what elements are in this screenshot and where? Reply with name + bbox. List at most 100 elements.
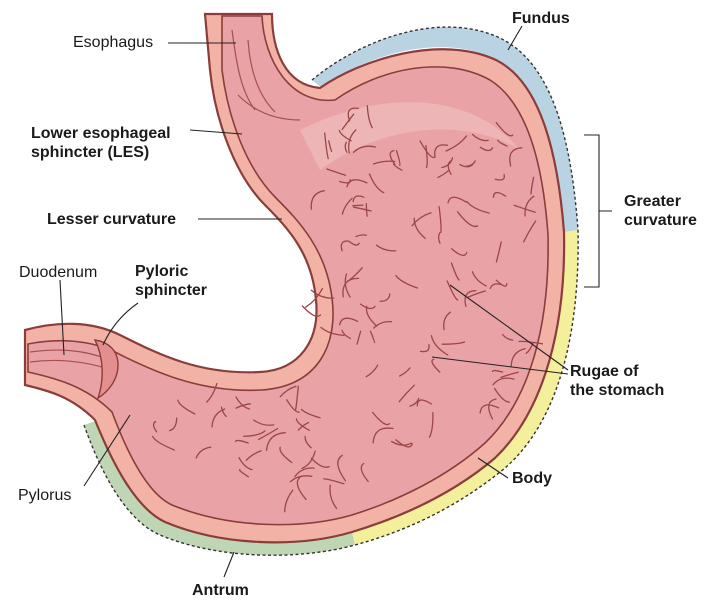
- ruga-fold: [411, 212, 432, 227]
- ruga-fold: [360, 462, 369, 483]
- pyloric-sphincter-ring: [93, 339, 119, 400]
- ruga-fold: [152, 420, 158, 433]
- label-greater-curvature: Greater curvature: [624, 192, 697, 230]
- leader-antrum: [223, 551, 235, 578]
- ruga-fold: [177, 399, 196, 415]
- ruga-fold: [372, 427, 394, 444]
- ruga-fold: [471, 133, 489, 142]
- ruga-fold: [346, 179, 368, 188]
- ruga-fold: [491, 369, 504, 373]
- ruga-fold: [328, 140, 333, 152]
- ruga-fold: [431, 358, 441, 373]
- ruga-fold: [310, 190, 325, 210]
- ruga-fold: [344, 267, 363, 284]
- ruga-fold: [495, 241, 502, 263]
- ruga-fold: [323, 478, 345, 485]
- ruga-fold: [338, 129, 352, 142]
- ruga-fold: [265, 432, 286, 451]
- ruga-fold: [450, 262, 460, 281]
- ruga-fold: [353, 206, 372, 212]
- ruga-fold: [409, 397, 420, 407]
- ruga-fold: [389, 149, 396, 166]
- ruga-fold: [310, 289, 335, 299]
- label-body: Body: [512, 470, 552, 487]
- ruga-fold: [279, 446, 293, 464]
- ruga-fold: [509, 147, 523, 167]
- ruga-fold: [447, 196, 467, 204]
- ruga-fold: [495, 279, 508, 287]
- ruga-fold: [355, 234, 367, 238]
- ruga-fold: [344, 273, 351, 298]
- ruga-fold: [464, 160, 476, 168]
- label-greater-curvature-line1: Greater: [624, 193, 681, 210]
- ruga-fold: [395, 439, 413, 448]
- label-pyloric-sphincter: Pyloric sphincter: [135, 262, 207, 300]
- ruga-fold: [437, 170, 449, 179]
- ruga-fold: [320, 326, 345, 336]
- ruga-fold: [365, 364, 379, 378]
- ruga-fold: [500, 371, 519, 379]
- ruga-fold: [524, 195, 535, 217]
- ruga-fold: [471, 271, 487, 287]
- ruga-fold: [338, 317, 359, 326]
- ruga-fold: [494, 173, 505, 181]
- ruga-fold: [304, 287, 324, 308]
- ruga-fold: [347, 107, 360, 122]
- ruga-fold: [450, 248, 468, 257]
- ruga-fold: [493, 387, 511, 403]
- ruga-fold: [479, 146, 494, 152]
- ruga-fold: [253, 419, 275, 426]
- ruga-fold: [369, 330, 376, 344]
- ruga-fold: [348, 240, 360, 246]
- ruga-fold: [441, 341, 466, 345]
- leader-lines: [59, 25, 612, 578]
- ruga-fold: [416, 399, 433, 407]
- ruga-fold: [206, 382, 218, 403]
- ruga-fold: [168, 417, 178, 432]
- ruga-fold: [419, 140, 435, 159]
- ruga-fold: [479, 404, 500, 414]
- mucosa: [27, 15, 549, 526]
- label-pylorus: Pylorus: [18, 487, 72, 504]
- ruga-fold: [352, 145, 377, 153]
- label-les: Lower esophageal sphincter (LES): [31, 124, 171, 162]
- ruga-fold: [513, 204, 536, 213]
- leader-les: [189, 129, 243, 135]
- ruga-fold: [523, 220, 537, 243]
- leader-fundus: [507, 25, 523, 51]
- ruga-fold: [419, 344, 430, 353]
- ruga-fold: [466, 200, 490, 214]
- ruga-fold: [495, 121, 514, 137]
- ruga-fold: [425, 145, 428, 169]
- ruga-fold: [211, 408, 226, 428]
- ruga-fold: [301, 305, 322, 317]
- ruga-fold: [359, 303, 376, 310]
- ruga-fold: [437, 232, 441, 244]
- ruga-fold: [430, 334, 449, 356]
- ruga-fold: [398, 384, 415, 403]
- ruga-fold: [443, 311, 452, 331]
- outer-dashed-boundary: [83, 26, 579, 556]
- leader-body: [477, 457, 509, 479]
- ruga-fold: [447, 159, 453, 175]
- ruga-fold: [289, 475, 313, 483]
- ruga-fold: [445, 135, 468, 152]
- ruga-fold: [502, 333, 514, 341]
- ruga-fold: [337, 454, 347, 482]
- ruga-fold: [238, 457, 253, 471]
- ruga-fold: [338, 178, 351, 184]
- ruga-fold: [366, 105, 373, 129]
- ruga-fold: [510, 348, 526, 368]
- ruga-fold: [220, 406, 227, 418]
- ruga-fold: [375, 244, 397, 252]
- label-rugae: Rugae of the stomach: [570, 362, 664, 400]
- label-esophagus: Esophagus: [73, 34, 154, 51]
- ruga-fold: [368, 173, 385, 194]
- esophagus-folds: [231, 29, 301, 121]
- ruga-fold: [341, 197, 353, 215]
- ruga-fold: [371, 411, 391, 426]
- ruga-fold: [365, 203, 368, 217]
- ruga-fold: [151, 435, 175, 451]
- ruga-fold: [489, 283, 502, 290]
